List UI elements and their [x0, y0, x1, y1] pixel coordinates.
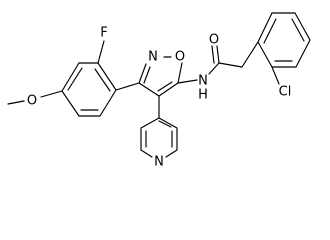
bond-pyridine-1	[140, 117, 160, 129]
bond-pyridine-4	[165, 149, 178, 158]
bond-isoxazole-c5-c4-inner	[157, 81, 173, 92]
bond-aryl-1	[61, 62, 80, 92]
atom-nitrogen-pyridine: N	[154, 155, 164, 170]
atom-oxygen-carbonyl: O	[209, 33, 219, 48]
atom-oxygen-methoxy: O	[27, 94, 37, 109]
bond-chloroaryl-4	[295, 39, 311, 68]
atom-hydrogen-amide: H	[198, 88, 208, 103]
bond-aryl-fluorine	[97, 40, 105, 64]
atom-oxygen-isoxazole: O	[175, 50, 185, 65]
bond-isoxazole-c5-c4	[158, 82, 179, 97]
bond-aryl-3-inner	[94, 68, 111, 92]
atom-labels: F O N O O N H Cl N	[27, 26, 291, 170]
bond-chloroaryl-3-inner	[291, 18, 305, 42]
bond-pyridine-6	[158, 117, 178, 129]
bond-aryl-isoxazole	[115, 82, 140, 91]
atom-fluorine: F	[100, 26, 107, 41]
bonds	[7, 12, 311, 158]
bond-aryl-3	[97, 62, 117, 91]
atom-chlorine: Cl	[279, 85, 292, 100]
bond-ch2-aryl	[241, 41, 259, 68]
bond-methyl-oxygen	[7, 100, 25, 105]
bond-chloroaryl-3	[294, 12, 311, 41]
bond-chloroaryl-1	[257, 12, 273, 43]
bond-isoxazole-c3-n-inner	[143, 66, 151, 84]
atom-nitrogen-amide: N	[198, 74, 208, 89]
bond-chloroaryl-6	[257, 41, 273, 68]
atom-nitrogen-isoxazole: N	[148, 50, 158, 65]
bond-carbonyl-oxygen	[216, 45, 220, 64]
bond-carbonyl-ch2	[218, 62, 243, 68]
bond-chloroaryl-chlorine	[271, 66, 280, 85]
bond-isoxazole-c4-c3	[138, 82, 160, 97]
bond-aryl-1-inner	[67, 67, 83, 91]
bond-aryl-6	[61, 90, 80, 117]
bond-pyridine-3	[140, 149, 153, 158]
bond-aryl-4	[99, 89, 117, 117]
bond-chloroaryl-1-inner	[263, 18, 277, 44]
bond-carbonyl-oxygen-double	[211, 45, 215, 64]
chemical-structure: F O N O O N H Cl N	[7, 12, 311, 170]
bond-oxygen-aryl	[40, 90, 63, 98]
bond-isoxazole-amide-n	[177, 79, 198, 84]
bond-amide-n-carbonyl	[208, 62, 220, 75]
bond-isoxazole-o-c5	[177, 62, 183, 84]
bond-isoxazole-c3-n	[138, 63, 147, 84]
bond-pyridine-6-inner	[158, 120, 172, 128]
